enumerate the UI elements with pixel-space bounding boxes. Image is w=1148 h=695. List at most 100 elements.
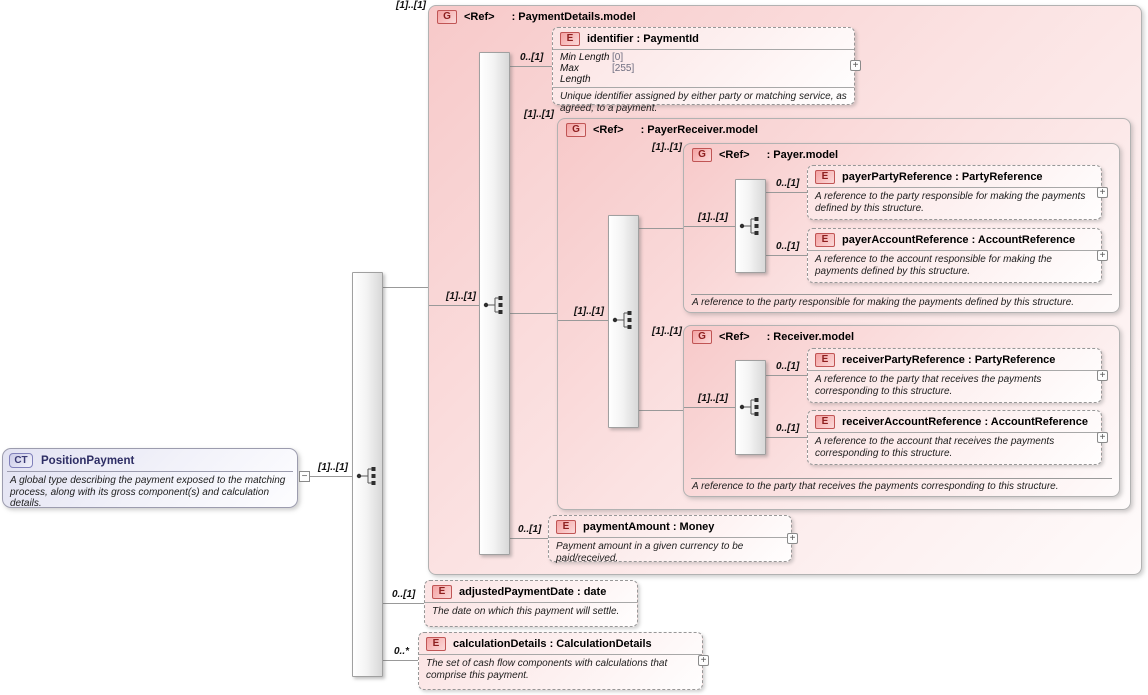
element-icon-e: E [556,520,576,534]
element-icon-e: E [426,637,446,651]
element-annotation: A reference to the account responsible f… [815,254,1052,277]
cardinality-label: 0..[1] [518,524,542,535]
group-footer-annotation: A reference to the party that receives t… [691,477,1112,494]
group-footer-annotation: A reference to the party responsible for… [691,293,1112,310]
cardinality-label: [1]..[1] [698,212,728,223]
root-type-annotation: A global type describing the payment exp… [10,475,286,509]
cardinality-label: 0..[1] [776,241,800,252]
element-box-payer-party-reference[interactable]: E payerPartyReference : PartyReference A… [807,165,1108,220]
facet-label: Min Length [560,52,610,63]
facet-value: [0] [612,52,624,63]
element-title: receiverAccountReference : AccountRefere… [842,416,1088,428]
connector-line [766,192,807,193]
group-ref: <Ref> [719,331,750,343]
element-icon-e: E [560,32,580,46]
group-title: : PaymentDetails.model [511,11,636,23]
element-annotation: The set of cash flow components with cal… [426,658,668,681]
element-title: payerPartyReference : PartyReference [842,171,1043,183]
expand-icon[interactable]: + [1097,369,1108,381]
connector-line [510,66,552,67]
cardinality-label: 0..[1] [776,361,800,372]
element-icon-e: E [815,353,835,367]
element-icon-e: E [815,233,835,247]
cardinality-label: [1]..[1] [396,0,426,11]
element-box-adjusted-payment-date[interactable]: E adjustedPaymentDate : date The date on… [424,580,638,627]
group-icon-g: G [692,148,712,162]
cardinality-label: 0..* [394,646,410,657]
connector-line [383,603,424,604]
cardinality-label: [1]..[1] [524,109,554,120]
facet-label: Max Length [560,63,591,85]
connector-line [558,320,610,321]
connector-line [429,305,481,306]
connector-line [639,410,683,411]
connector-line [383,287,428,288]
connector-line [310,476,352,477]
element-annotation: A reference to the party responsible for… [815,191,1086,214]
root-type-box[interactable]: CT PositionPayment A global type describ… [2,448,298,509]
cardinality-label: [1]..[1] [652,326,682,337]
connector-line [766,437,807,438]
element-icon-e: E [815,170,835,184]
sequence-icon[interactable] [738,215,764,237]
cardinality-label: 0..[1] [776,178,800,189]
group-title: : Payer.model [766,149,839,161]
cardinality-label: [1]..[1] [698,393,728,404]
element-box-identifier[interactable]: E identifier : PaymentId Min Length[0] M… [552,27,861,114]
group-icon-g: G [692,330,712,344]
cardinality-label: [1]..[1] [652,142,682,153]
expand-icon[interactable]: + [787,532,798,544]
element-annotation: Unique identifier assigned by either par… [560,91,847,114]
expand-icon[interactable]: + [850,60,861,71]
element-box-payment-amount[interactable]: E paymentAmount : Money Payment amount i… [548,515,798,564]
group-title: : Receiver.model [766,331,855,343]
divider [7,471,293,472]
facet-value: [255] [612,63,635,74]
connector-line [510,313,557,314]
cardinality-label: [1]..[1] [574,306,604,317]
connector-line [684,226,737,227]
cardinality-label: 0..[1] [776,423,800,434]
group-header: G <Ref> : PaymentDetails.model [437,10,636,24]
element-title: receiverPartyReference : PartyReference [842,354,1056,366]
element-title: paymentAmount : Money [583,521,715,533]
group-ref: <Ref> [593,124,624,136]
cardinality-label: [1]..[1] [446,291,476,302]
connector-line [383,660,418,661]
group-ref: <Ref> [719,149,750,161]
sequence-icon[interactable] [482,294,508,316]
element-box-calculation-details[interactable]: E calculationDetails : CalculationDetail… [418,632,709,690]
group-header: G <Ref> : Receiver.model [692,330,854,344]
collapse-icon[interactable]: − [299,471,310,482]
connector-line [684,407,737,408]
element-title: identifier : PaymentId [587,33,699,45]
cardinality-label: 0..[1] [520,52,544,63]
group-icon-g: G [566,123,586,137]
facet-list: Min Length[0] Max Length [255] [553,50,854,88]
sequence-icon[interactable] [355,465,381,487]
element-icon-e: E [432,585,452,599]
expand-icon[interactable]: + [1097,249,1108,261]
cardinality-label: [1]..[1] [318,462,348,473]
element-annotation: A reference to the party that receives t… [815,374,1042,397]
element-annotation: A reference to the account that receives… [815,436,1055,459]
element-title: calculationDetails : CalculationDetails [453,638,652,650]
expand-icon[interactable]: + [698,655,709,666]
cardinality-label: 0..[1] [392,589,416,600]
element-box-receiver-account-reference[interactable]: E receiverAccountReference : AccountRefe… [807,410,1108,465]
group-header: G <Ref> : PayerReceiver.model [566,123,758,137]
connector-line [510,538,548,539]
element-box-payer-account-reference[interactable]: E payerAccountReference : AccountReferen… [807,228,1108,283]
element-box-receiver-party-reference[interactable]: E receiverPartyReference : PartyReferenc… [807,348,1108,403]
complextype-icon-ct: CT [9,453,33,468]
sequence-icon[interactable] [611,309,637,331]
element-title: adjustedPaymentDate : date [459,586,607,598]
expand-icon[interactable]: + [1097,186,1108,198]
connector-line [766,375,807,376]
group-ref: <Ref> [464,11,495,23]
expand-icon[interactable]: + [1097,431,1108,443]
connector-line [766,255,807,256]
sequence-icon[interactable] [738,396,764,418]
group-header: G <Ref> : Payer.model [692,148,838,162]
element-annotation: Payment amount in a given currency to be… [556,541,744,564]
